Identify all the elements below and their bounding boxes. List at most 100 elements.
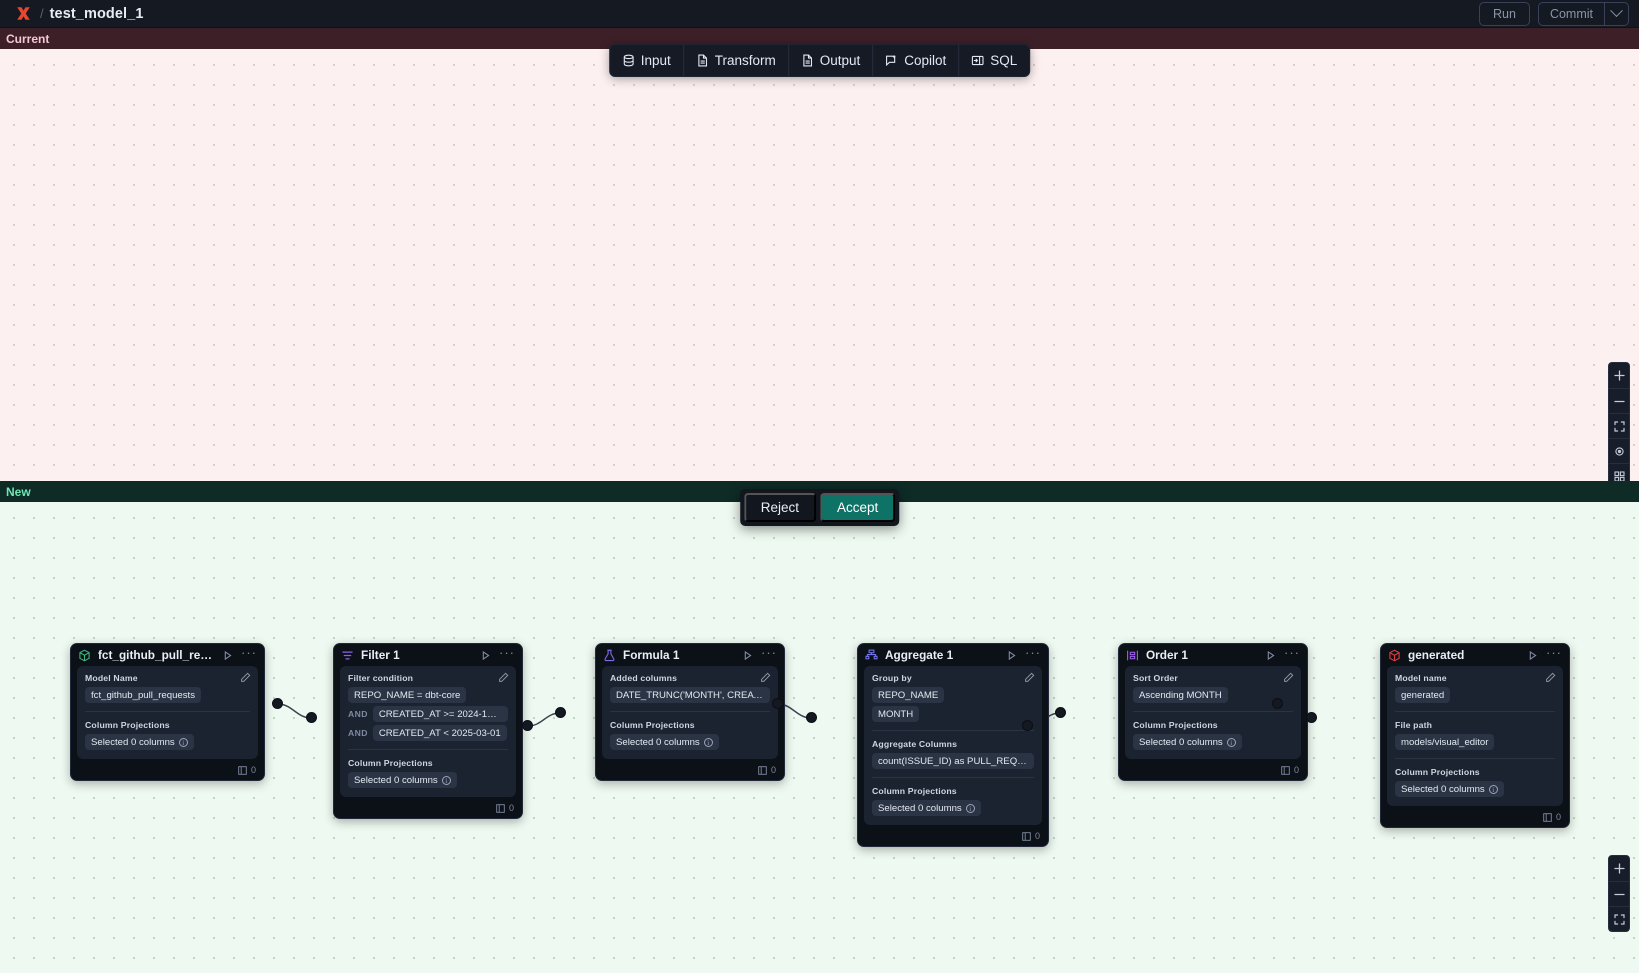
- value-chip[interactable]: REPO_NAME: [872, 687, 945, 703]
- zoom-in-button[interactable]: [1609, 363, 1629, 388]
- toolbar-item-output[interactable]: Output: [787, 45, 873, 76]
- zoom-out-button[interactable]: [1609, 881, 1629, 906]
- commit-button-group[interactable]: Commit: [1537, 1, 1629, 26]
- zoom-out-button[interactable]: [1609, 388, 1629, 413]
- sql-panel-icon: [971, 54, 984, 67]
- node-header: Order 1 ···: [1119, 644, 1307, 666]
- chip-row: Selected 0 columns i: [1133, 734, 1293, 750]
- play-icon[interactable]: [1005, 649, 1018, 662]
- commit-dropdown-button[interactable]: [1604, 2, 1628, 25]
- reject-button[interactable]: Reject: [743, 493, 816, 522]
- run-button[interactable]: Run: [1479, 1, 1530, 26]
- value-chip[interactable]: count(ISSUE_ID) as PULL_REQUEST_…: [872, 753, 1034, 769]
- value-chip[interactable]: REPO_NAME = dbt-core: [348, 687, 467, 703]
- node-body: Sort Order Ascending MONTH Column Projec…: [1125, 666, 1301, 759]
- port-in-generated[interactable]: [1306, 712, 1317, 723]
- zoom-in-button[interactable]: [1609, 856, 1629, 881]
- section-sort-order: Sort Order Ascending MONTH: [1133, 672, 1294, 703]
- value-chip[interactable]: Selected 0 columns i: [1133, 734, 1242, 750]
- port-out-formula[interactable]: [772, 698, 783, 709]
- node-order-1[interactable]: Order 1 ··· Sort Order Ascending MONTH: [1118, 643, 1308, 781]
- x-logo-icon[interactable]: [10, 0, 36, 28]
- port-out-aggregate[interactable]: [1022, 720, 1033, 731]
- value-chip[interactable]: fct_github_pull_requests: [85, 687, 202, 703]
- node-aggregate-1[interactable]: Aggregate 1 ··· Group by REPO_NAME MON: [857, 643, 1049, 847]
- section-label: Added columns: [610, 673, 678, 683]
- port-in-filter[interactable]: [306, 712, 317, 723]
- more-dots-icon[interactable]: ···: [1025, 645, 1041, 660]
- accept-button[interactable]: Accept: [819, 493, 896, 522]
- chip-row: Selected 0 columns i: [610, 734, 770, 750]
- value-chip[interactable]: Ascending MONTH: [1133, 687, 1228, 703]
- port-in-order[interactable]: [1055, 707, 1066, 718]
- section-label: Model Name: [85, 673, 138, 683]
- port-in-aggregate[interactable]: [806, 712, 817, 723]
- node-body: Model Name fct_github_pull_requests Colu…: [77, 666, 258, 759]
- center-target-button[interactable]: [1609, 438, 1629, 463]
- play-icon[interactable]: [1264, 649, 1277, 662]
- toolbar-item-sql[interactable]: SQL: [958, 45, 1029, 76]
- value-chip[interactable]: generated: [1395, 687, 1451, 703]
- node-footer: 0: [71, 765, 264, 780]
- value-chip[interactable]: MONTH: [872, 706, 920, 722]
- play-icon[interactable]: [479, 649, 492, 662]
- fit-screen-button[interactable]: [1609, 906, 1629, 931]
- node-fct-github-pull-requests[interactable]: fct_github_pull_requests ··· Model Name …: [70, 643, 265, 781]
- edit-pencil-icon[interactable]: [1545, 672, 1556, 683]
- info-icon[interactable]: i: [178, 737, 188, 747]
- node-body: Filter condition REPO_NAME = dbt-core AN…: [340, 666, 516, 797]
- value-chip[interactable]: Selected 0 columns i: [610, 734, 719, 750]
- section-column-projections: Column Projections Selected 0 columns i: [610, 711, 770, 750]
- chip-row: Selected 0 columns i: [1395, 781, 1555, 797]
- value-chip[interactable]: Selected 0 columns i: [85, 734, 194, 750]
- play-icon[interactable]: [741, 649, 754, 662]
- edit-pencil-icon[interactable]: [1024, 672, 1035, 683]
- more-dots-icon[interactable]: ···: [1284, 645, 1300, 660]
- port-out-source[interactable]: [272, 698, 283, 709]
- edit-pencil-icon[interactable]: [498, 672, 509, 683]
- node-generated[interactable]: generated ··· Model name generated: [1380, 643, 1570, 828]
- more-dots-icon[interactable]: ···: [241, 645, 257, 660]
- edit-pencil-icon[interactable]: [760, 672, 771, 683]
- play-icon[interactable]: [221, 649, 234, 662]
- current-canvas[interactable]: [0, 49, 1639, 481]
- value-chip[interactable]: Selected 0 columns i: [348, 772, 457, 788]
- value-chip[interactable]: CREATED_AT >= 2024-12-01: [372, 706, 508, 722]
- toolbar-item-copilot[interactable]: Copilot: [872, 45, 958, 76]
- chip-text: Selected 0 columns: [354, 774, 438, 786]
- more-dots-icon[interactable]: ···: [761, 645, 777, 660]
- new-canvas[interactable]: fct_github_pull_requests ··· Model Name …: [0, 502, 1639, 973]
- port-in-formula[interactable]: [555, 707, 566, 718]
- node-filter-1[interactable]: Filter 1 ··· Filter condition REPO_NAME …: [333, 643, 523, 819]
- edit-pencil-icon[interactable]: [1283, 672, 1294, 683]
- value-chip[interactable]: models/visual_editor: [1395, 734, 1495, 750]
- value-chip[interactable]: Selected 0 columns i: [1395, 781, 1504, 797]
- info-icon[interactable]: i: [703, 737, 713, 747]
- info-icon[interactable]: i: [441, 775, 451, 785]
- fit-screen-button[interactable]: [1609, 413, 1629, 438]
- section-model-name: Model name generated: [1395, 672, 1556, 703]
- info-icon[interactable]: i: [965, 803, 975, 813]
- play-icon[interactable]: [1526, 649, 1539, 662]
- value-chip[interactable]: DATE_TRUNC('MONTH', CREATED_AT…: [610, 687, 770, 703]
- chip-row: DATE_TRUNC('MONTH', CREATED_AT…: [610, 687, 770, 703]
- port-out-filter[interactable]: [522, 720, 533, 731]
- more-dots-icon[interactable]: ···: [499, 645, 515, 660]
- value-chip[interactable]: CREATED_AT < 2025-03-01: [372, 725, 507, 741]
- section-column-projections: Column Projections Selected 0 columns i: [1395, 758, 1555, 797]
- edit-pencil-icon[interactable]: [240, 672, 251, 683]
- toolbar-item-input[interactable]: Input: [610, 45, 683, 76]
- node-formula-1[interactable]: Formula 1 ··· Added columns DATE_TRUNC('…: [595, 643, 785, 781]
- info-icon[interactable]: i: [1226, 737, 1236, 747]
- section-label: Filter condition: [348, 673, 414, 683]
- commit-button[interactable]: Commit: [1549, 6, 1593, 21]
- more-dots-icon[interactable]: ···: [1546, 645, 1562, 660]
- grid-layout-button[interactable]: [1609, 463, 1629, 481]
- section-filter-condition: Filter condition REPO_NAME = dbt-core AN…: [348, 672, 509, 741]
- info-icon[interactable]: i: [1488, 784, 1498, 794]
- port-out-order[interactable]: [1272, 698, 1283, 709]
- chip-row: AND CREATED_AT >= 2024-12-01: [348, 706, 508, 722]
- toolbar-item-transform[interactable]: Transform: [682, 45, 788, 76]
- value-chip[interactable]: Selected 0 columns i: [872, 800, 981, 816]
- chip-text: Selected 0 columns: [616, 736, 700, 748]
